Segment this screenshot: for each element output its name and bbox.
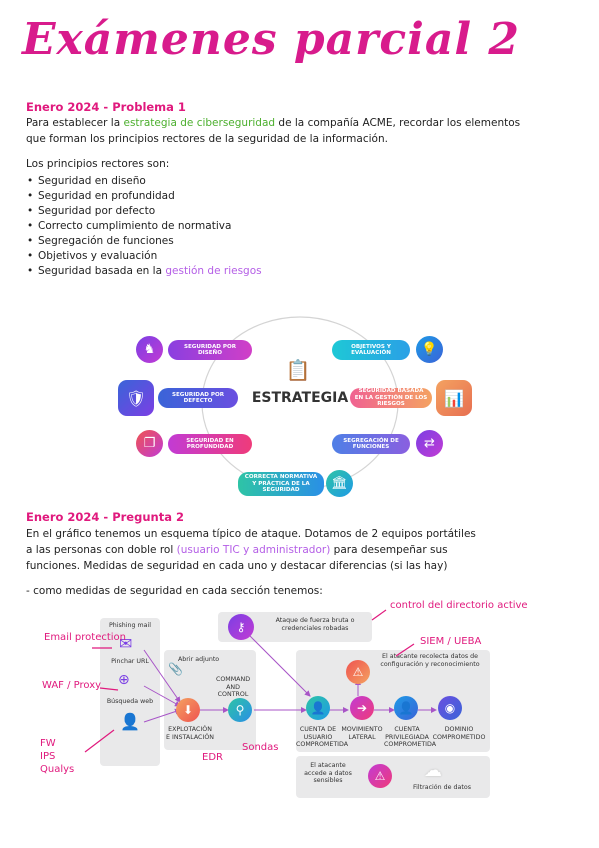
privilegiada-label: CUENTA PRIVILEGIADA COMPROMETIDA [384,726,437,748]
user-icon: 👤 [306,696,330,720]
shield-icon: 🛡 [118,380,154,416]
strategy-diagram: 📋 ESTRATEGIA ♞ SEGURIDAD POR DISEÑO OBJE… [110,306,490,506]
problem1-intro-line2: que forman los principios rectores de la… [26,133,388,145]
annotation-email: Email protection [44,632,127,643]
list-item: Objetivos y evaluación [26,249,262,264]
mail-icon: ✉ [119,634,133,653]
question2-line3: funciones. Medidas de seguridad en cada … [26,560,448,572]
warning-icon: ⚠ [346,660,370,684]
download-icon: ⬇ [176,698,200,722]
chart-icon: 📊 [436,380,472,416]
page-title: Exámenes parcial 2 [22,14,521,65]
question2-line4: - como medidas de seguridad en cada secc… [26,585,323,597]
annotation-control: control del directorio active [390,600,528,611]
problem1-heading: Enero 2024 - Problema 1 [26,100,186,114]
chess-icon: ♞ [136,336,163,363]
antenna-icon: ⚲ [228,698,252,722]
strategy-center-label: ESTRATEGIA [251,390,349,406]
question2-heading: Enero 2024 - Pregunta 2 [26,510,184,524]
annotation-ips: IPS [40,751,56,762]
pill-normativa: CORRECTA NORMATIVA Y PRÁCTICA DE LA SEGU… [238,472,324,496]
lightbulb-icon: 💡 [416,336,443,363]
movimiento-label: MOVIMIENTO LATERAL [341,726,383,741]
arrow-right-icon: ➔ [350,696,374,720]
question2-line2: a las personas con doble rol (usuario TI… [26,543,448,558]
pill-gestion-riesgos: SEGURIDAD BASADA EN LA GESTIÓN DE LOS RI… [350,388,432,408]
building-icon: 🏛 [326,470,353,497]
accede-label: El atacante accede a datos sensibles [304,762,352,784]
key-icon: ⚷ [228,614,254,640]
admin-user-icon: 👤 [394,696,418,720]
annotation-sondas: Sondas [242,742,279,753]
alert-icon: ⚠ [368,764,392,788]
pill-por-defecto: SEGURIDAD POR DEFECTO [158,388,238,408]
usuario-label: CUENTA DE USUARIO COMPROMETIDA [296,726,349,748]
clipboard-icon: 📋 [285,358,311,382]
line2-text-b: para desempeñar sus [333,544,448,556]
phishing-label: Phishing mail [108,622,152,629]
list-item: Seguridad en profundidad [26,189,262,204]
paperclip-icon: 📎 [168,662,183,676]
last-bullet-highlight: gestión de riesgos [165,265,262,277]
list-item: Seguridad basada en la gestión de riesgo… [26,264,262,279]
problem1-intro: Para establecer la estrategia de ciberse… [26,116,586,131]
pinchar-label: Pinchar URL [111,658,149,665]
list-item: Seguridad por defecto [26,204,262,219]
delivery-box [100,618,160,766]
list-item: Seguridad en diseño [26,174,262,189]
recolecta-label: El atacante recolecta datos de configura… [380,653,480,668]
line2-text-a: a las personas con doble rol [26,544,174,556]
abrir-label: Abrir adjunto [178,656,220,663]
intro-highlight: estrategia de ciberseguridad [123,117,276,129]
attack-arrows [143,629,437,723]
fuerza-label: Ataque de fuerza bruta o credenciales ro… [275,617,355,632]
list-item: Correcto cumplimiento de normativa [26,219,262,234]
copy-icon: ❐ [136,430,163,457]
pill-seguridad-por-diseno: SEGURIDAD POR DISEÑO [168,340,252,360]
pill-segregacion: SEGREGACIÓN DE FUNCIONES [332,434,410,454]
pill-profundidad: SEGURIDAD EN PROFUNDIDAD [168,434,252,454]
hacker-icon: 👤 [120,712,140,731]
intro-text-b: de la compañía ACME, recordar los elemen… [278,117,521,129]
command-label: COMMAND AND CONTROL [215,676,251,698]
explotacion-label: EXPLOTACIÓN E INSTALACIÓN [166,726,214,741]
principles-list: Seguridad en diseño Seguridad en profund… [26,174,262,279]
exfil-box [296,756,490,798]
last-bullet-text: Seguridad basada en la [38,265,163,277]
line2-highlight: (usuario TIC y administrador) [176,544,331,556]
annotation-qualys: Qualys [40,764,75,775]
pill-objetivos: OBJETIVOS Y EVALUACIÓN [332,340,410,360]
question2-line1: En el gráfico tenemos un esquema típico … [26,528,476,540]
annotation-siem: SIEM / UEBA [420,636,482,647]
busqueda-label: Búsqueda web [106,698,154,705]
swap-icon: ⇄ [416,430,443,457]
www-icon: ⊕ [118,672,130,688]
dominio-label: DOMINIO COMPROMETIDO [432,726,486,741]
cloud-icon: ☁ [424,760,442,781]
principles-intro: Los principios rectores son: [26,158,170,170]
attack-diagram: Phishing mail ✉ Pinchar URL ⊕ Búsqueda w… [96,600,492,800]
intro-text-a: Para establecer la [26,117,121,129]
annotation-fw: FW [40,738,56,749]
list-item: Segregación de funciones [26,234,262,249]
domain-icon: ◉ [438,696,462,720]
filtracion-label: Filtración de datos [413,784,471,791]
annotation-edr: EDR [202,752,223,763]
annotation-waf: WAF / Proxy [42,680,102,691]
